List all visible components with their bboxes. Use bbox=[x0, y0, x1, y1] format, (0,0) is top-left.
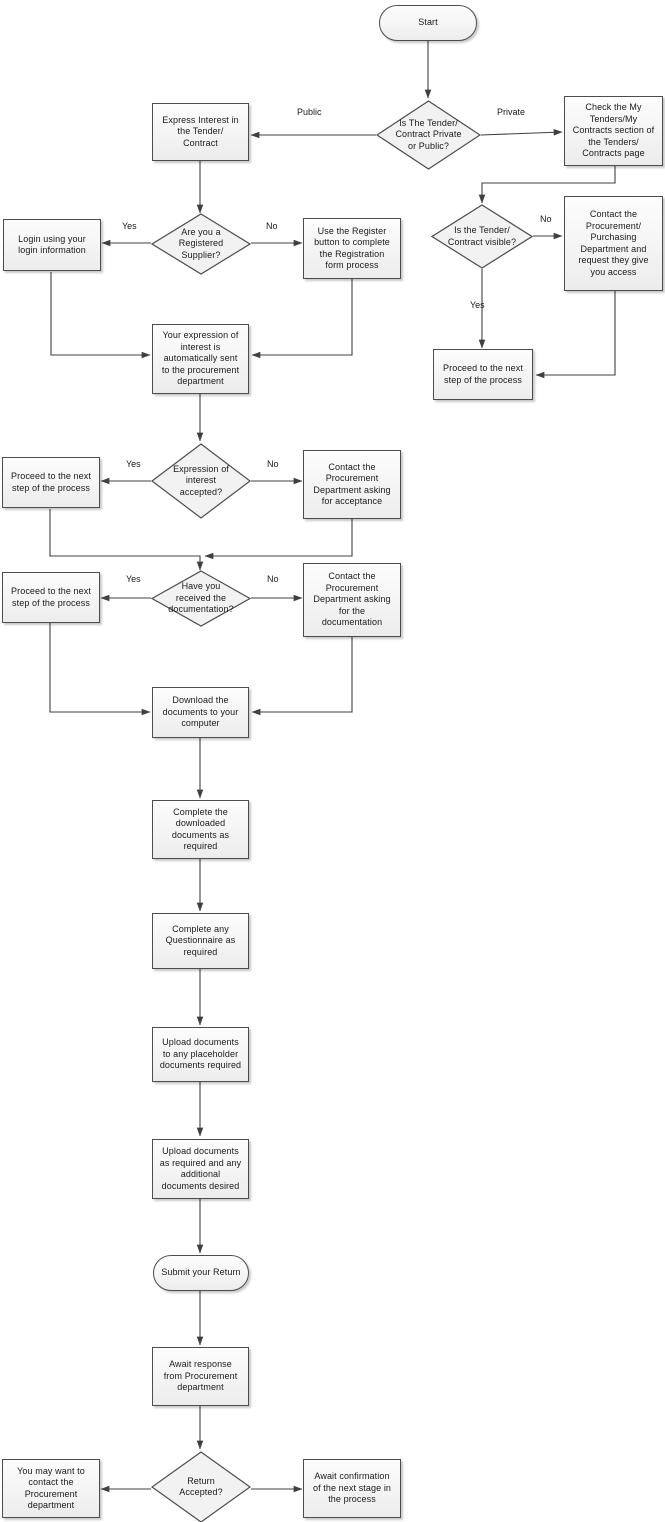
node-upload-placeholder-label: Upload documents to any placeholder docu… bbox=[159, 1037, 242, 1071]
node-expression-accepted[interactable]: Expression of interest accepted? bbox=[151, 443, 251, 519]
node-complete-downloaded[interactable]: Complete the downloaded documents as req… bbox=[152, 800, 249, 859]
node-is-private-or-public[interactable]: Is The Tender/ Contract Private or Publi… bbox=[376, 100, 481, 170]
node-login-using[interactable]: Login using your login information bbox=[3, 219, 101, 271]
node-express-interest-label: Express Interest in the Tender/ Contract bbox=[162, 114, 239, 148]
node-await-confirmation-label: Await confirmation of the next stage in … bbox=[312, 1471, 392, 1505]
node-proceed-next-step-right[interactable]: Proceed to the next step of the process bbox=[433, 349, 533, 400]
node-received-documentation[interactable]: Have you received the documentation? bbox=[151, 570, 251, 627]
edge-label-documentation-yes: Yes bbox=[126, 574, 141, 584]
node-start-label: Start bbox=[418, 17, 438, 28]
node-complete-questionnaire[interactable]: Complete any Questionnaire as required bbox=[152, 913, 249, 969]
diamond-shape bbox=[151, 213, 251, 275]
node-is-private-or-public-label: Is The Tender/ Contract Private or Publi… bbox=[395, 117, 462, 151]
node-contact-for-acceptance-label: Contact the Procurement Department askin… bbox=[313, 461, 391, 507]
diamond-shape bbox=[151, 443, 251, 519]
diamond-shape bbox=[151, 1451, 251, 1522]
node-registered-supplier[interactable]: Are you a Registered Supplier? bbox=[151, 213, 251, 275]
diamond-shape bbox=[151, 570, 251, 627]
node-check-my-tenders-label: Check the My Tenders/My Contracts sectio… bbox=[572, 102, 655, 159]
node-contact-for-documentation-label: Contact the Procurement Department askin… bbox=[313, 571, 391, 628]
node-complete-downloaded-label: Complete the downloaded documents as req… bbox=[171, 806, 230, 852]
node-contact-for-acceptance[interactable]: Contact the Procurement Department askin… bbox=[303, 450, 401, 519]
edge-label-expression-no: No bbox=[267, 459, 279, 469]
node-you-may-want-contact-label: You may want to contact the Procurement … bbox=[17, 1465, 85, 1511]
node-is-visible[interactable]: Is the Tender/ Contract visible? bbox=[431, 204, 533, 269]
node-received-documentation-label: Have you received the documentation? bbox=[168, 581, 234, 615]
node-return-accepted-label: Return Accepted? bbox=[179, 1475, 223, 1498]
node-use-register-button[interactable]: Use the Register button to complete the … bbox=[303, 218, 401, 279]
node-await-response[interactable]: Await response from Procurement departme… bbox=[152, 1347, 249, 1406]
node-you-may-want-contact[interactable]: You may want to contact the Procurement … bbox=[2, 1459, 100, 1518]
node-download-documents-label: Download the documents to your computer bbox=[162, 695, 239, 729]
node-proceed-next-step-2-label: Proceed to the next step of the process bbox=[11, 586, 91, 608]
node-expression-auto-sent[interactable]: Your expression of interest is automatic… bbox=[152, 324, 249, 394]
edge-label-documentation-no: No bbox=[267, 574, 279, 584]
node-proceed-next-step-1[interactable]: Proceed to the next step of the process bbox=[2, 457, 100, 508]
node-upload-placeholder[interactable]: Upload documents to any placeholder docu… bbox=[152, 1027, 249, 1082]
node-check-my-tenders[interactable]: Check the My Tenders/My Contracts sectio… bbox=[564, 96, 663, 166]
edge-label-visible-no: No bbox=[540, 214, 552, 224]
edge-label-visible-yes: Yes bbox=[470, 300, 485, 310]
node-contact-procurement-access-label: Contact the Procurement/ Purchasing Depa… bbox=[578, 209, 649, 277]
node-upload-additional[interactable]: Upload documents as required and any add… bbox=[152, 1139, 249, 1199]
edge-label-private: Private bbox=[497, 107, 526, 117]
node-registered-supplier-label: Are you a Registered Supplier? bbox=[178, 226, 224, 260]
node-proceed-next-step-2[interactable]: Proceed to the next step of the process bbox=[2, 572, 100, 623]
node-await-confirmation[interactable]: Await confirmation of the next stage in … bbox=[303, 1459, 401, 1518]
diamond-shape bbox=[431, 204, 533, 269]
edge-label-expression-yes: Yes bbox=[126, 459, 141, 469]
edge-label-registered-yes: Yes bbox=[122, 221, 137, 231]
node-login-using-label: Login using your login information bbox=[18, 233, 86, 256]
node-expression-accepted-label: Expression of interest accepted? bbox=[173, 463, 229, 497]
node-start[interactable]: Start bbox=[379, 5, 477, 41]
node-upload-additional-label: Upload documents as required and any add… bbox=[159, 1146, 242, 1191]
node-contact-procurement-access[interactable]: Contact the Procurement/ Purchasing Depa… bbox=[564, 196, 663, 291]
node-express-interest[interactable]: Express Interest in the Tender/ Contract bbox=[152, 103, 249, 161]
node-submit-return-label: Submit your Return bbox=[161, 1267, 241, 1278]
node-proceed-next-step-1-label: Proceed to the next step of the process bbox=[11, 471, 91, 493]
node-download-documents[interactable]: Download the documents to your computer bbox=[152, 687, 249, 738]
edge-label-public: Public bbox=[297, 107, 322, 117]
edge-label-registered-no: No bbox=[266, 221, 278, 231]
node-submit-return[interactable]: Submit your Return bbox=[153, 1255, 249, 1291]
node-return-accepted[interactable]: Return Accepted? bbox=[151, 1451, 251, 1522]
node-use-register-button-label: Use the Register button to complete the … bbox=[314, 225, 390, 271]
diamond-shape bbox=[376, 100, 481, 170]
node-proceed-next-step-right-label: Proceed to the next step of the process bbox=[443, 363, 523, 385]
node-contact-for-documentation[interactable]: Contact the Procurement Department askin… bbox=[303, 563, 401, 637]
node-expression-auto-sent-label: Your expression of interest is automatic… bbox=[161, 330, 240, 387]
node-is-visible-label: Is the Tender/ Contract visible? bbox=[447, 225, 517, 247]
node-complete-questionnaire-label: Complete any Questionnaire as required bbox=[165, 923, 236, 957]
node-await-response-label: Await response from Procurement departme… bbox=[163, 1359, 238, 1393]
